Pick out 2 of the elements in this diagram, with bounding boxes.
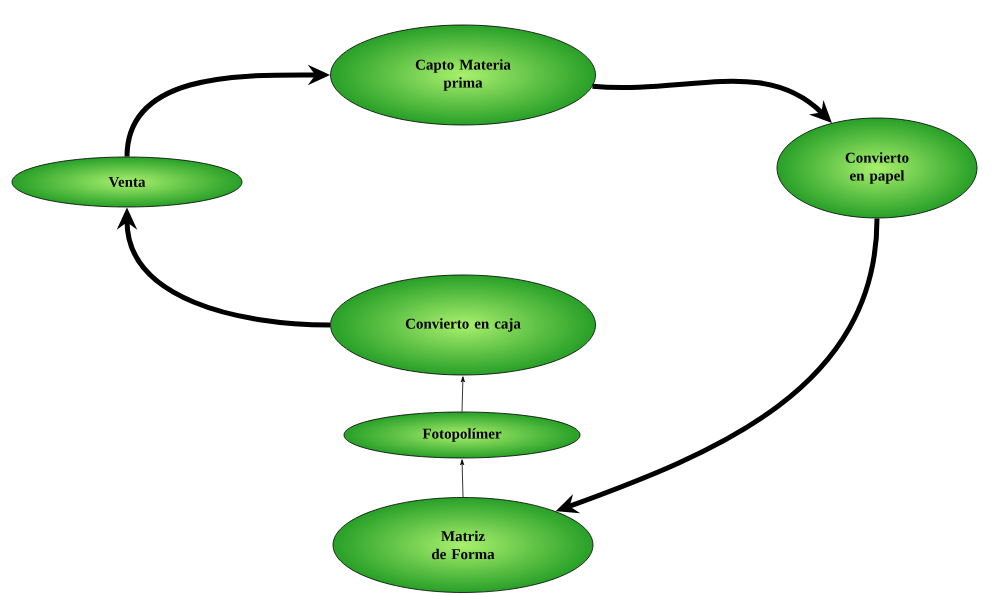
arrow — [460, 459, 465, 498]
arrow — [460, 376, 465, 412]
